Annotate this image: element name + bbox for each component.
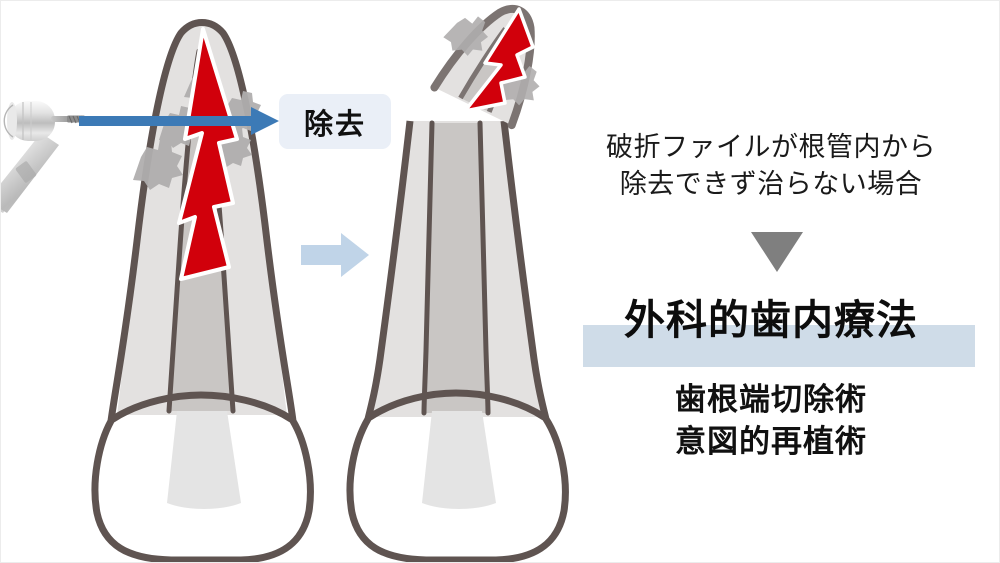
down-triangle-icon xyxy=(751,232,803,272)
caption-line-1: 破折ファイルが根管内から xyxy=(606,132,936,162)
headline-highlight-band xyxy=(583,325,975,367)
lightning-bolt-icon xyxy=(463,7,535,113)
procedure-line-2: 意図的再植術 xyxy=(675,423,867,459)
step-right-arrow-icon xyxy=(301,229,371,281)
caption-text: 破折ファイルが根管内から 除去できず治らない場合 xyxy=(561,129,981,204)
remove-label-text: 除去 xyxy=(303,108,366,141)
headline-text: 外科的歯内療法 xyxy=(624,297,918,343)
lightning-bolt-icon xyxy=(177,27,239,281)
procedure-line-1: 歯根端切除術 xyxy=(675,382,867,417)
caption-line-2: 除去できず治らない場合 xyxy=(619,169,923,200)
procedure-list: 歯根端切除術 意図的再植術 xyxy=(561,379,981,463)
tooth-resected-icon xyxy=(336,11,576,562)
severed-root-apex-icon xyxy=(421,3,571,143)
right-arrow-icon xyxy=(79,105,281,137)
headline-group: 外科的歯内療法 xyxy=(561,297,981,373)
remove-label-box: 除去 xyxy=(279,94,391,149)
